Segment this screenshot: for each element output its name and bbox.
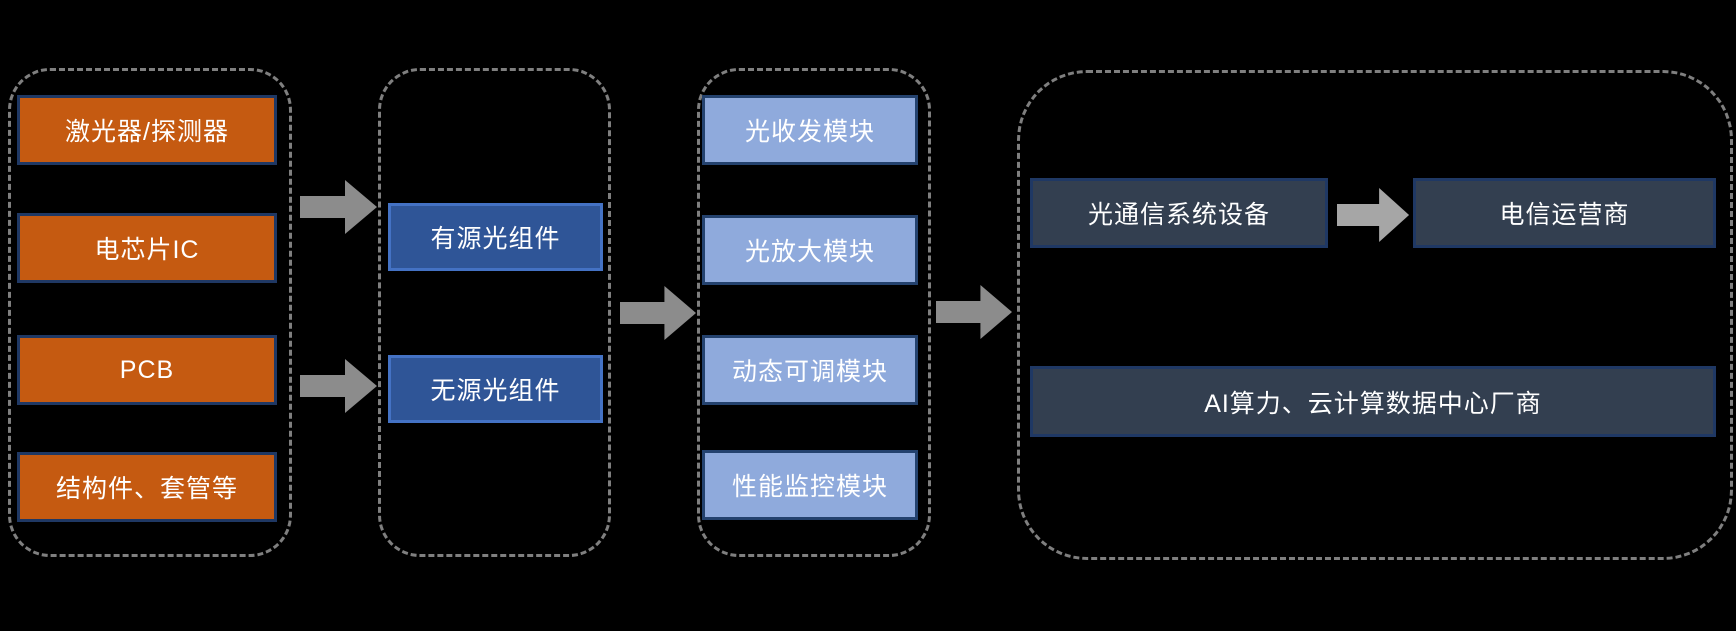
node-structural-parts: 结构件、套管等 bbox=[17, 452, 277, 522]
group-optical-components bbox=[378, 68, 611, 557]
node-telecom-operators: 电信运营商 bbox=[1413, 178, 1716, 248]
node-active-optical-components: 有源光组件 bbox=[388, 203, 603, 271]
node-performance-monitoring-module: 性能监控模块 bbox=[702, 450, 918, 520]
arrow-right-icon-components-to-modules bbox=[620, 285, 697, 341]
node-optical-amplifier-module: 光放大模块 bbox=[702, 215, 918, 285]
node-pcb: PCB bbox=[17, 335, 277, 405]
node-electric-chip-ic: 电芯片IC bbox=[17, 213, 277, 283]
node-optical-transceiver-module: 光收发模块 bbox=[702, 95, 918, 165]
node-passive-optical-components: 无源光组件 bbox=[388, 355, 603, 423]
group-upstream-materials bbox=[8, 68, 292, 557]
group-optical-modules bbox=[697, 68, 931, 557]
node-dynamic-tunable-module: 动态可调模块 bbox=[702, 335, 918, 405]
arrow-right-icon-upstream-to-passive bbox=[300, 358, 378, 414]
arrow-right-icon-modules-to-downstream bbox=[936, 284, 1013, 340]
node-laser-detector: 激光器/探测器 bbox=[17, 95, 277, 165]
group-downstream-customers bbox=[1017, 70, 1733, 560]
node-optical-communication-system-equipment: 光通信系统设备 bbox=[1030, 178, 1328, 248]
arrow-right-icon-equipment-to-operators bbox=[1337, 187, 1410, 243]
arrow-right-icon-upstream-to-active bbox=[300, 179, 378, 235]
node-ai-cloud-datacenter-vendors: AI算力、云计算数据中心厂商 bbox=[1030, 366, 1716, 437]
